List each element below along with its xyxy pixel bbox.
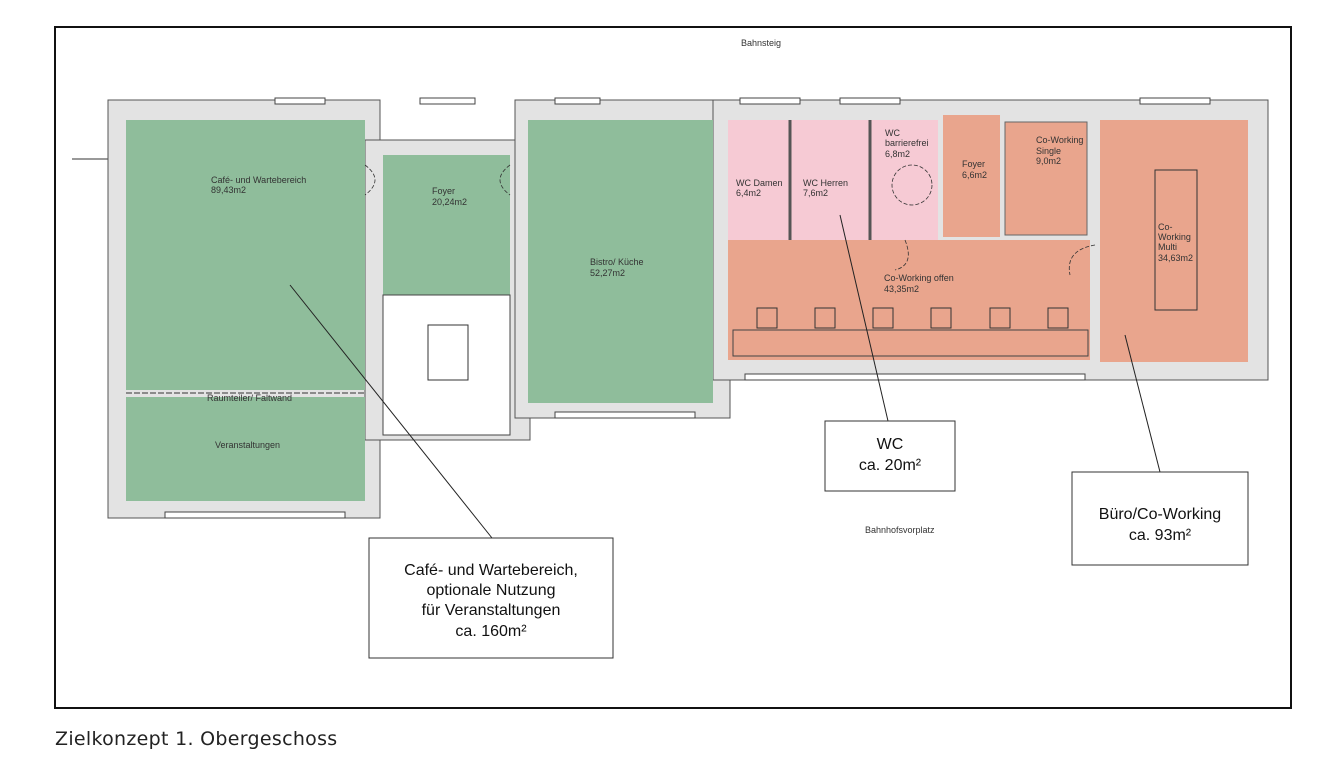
room-cafe — [126, 120, 365, 390]
svg-text:Café- und Wartebereich,: Café- und Wartebereich, — [404, 562, 578, 579]
callout-buero: Büro/Co-Working ca. 93m² — [1071, 471, 1249, 566]
room-area: 7,6m2 — [803, 188, 828, 198]
svg-text:ca. 20m²: ca. 20m² — [859, 457, 922, 474]
room-area: 6,8m2 — [885, 149, 910, 159]
callout-cafe: Café- und Wartebereich, optionale Nutzun… — [368, 537, 614, 659]
room-area: 9,0m2 — [1036, 156, 1061, 166]
leader-lines — [289, 214, 1161, 539]
room-cw-single — [1004, 121, 1088, 236]
wheelchair-turning-circle — [891, 164, 933, 206]
room-label: WC Damen — [736, 178, 783, 188]
svg-text:WC: WC — [877, 436, 904, 453]
room-cw-offen — [728, 240, 1090, 360]
door-swings — [364, 164, 1096, 276]
room-label: Bistro/ Küche — [590, 257, 644, 267]
room-label: barrierefrei — [885, 138, 929, 148]
room-cw-multi — [1100, 120, 1248, 362]
room-area: 52,27m2 — [590, 268, 625, 278]
room-foyer-right — [943, 115, 1000, 237]
room-foyer-left — [383, 155, 510, 295]
room-wc — [728, 120, 938, 240]
room-area: 34,63m2 — [1158, 253, 1193, 263]
svg-text:Büro/Co-Working: Büro/Co-Working — [1099, 506, 1221, 523]
room-label: Veranstaltungen — [215, 440, 280, 450]
room-area: 6,6m2 — [962, 170, 987, 180]
windows — [164, 97, 1211, 519]
svg-text:optionale Nutzung: optionale Nutzung — [427, 582, 556, 599]
room-area: 43,35m2 — [884, 284, 919, 294]
room-area: 20,24m2 — [432, 197, 467, 207]
room-label: Co-Working offen — [884, 273, 954, 283]
room-area: 89,43m2 — [211, 185, 246, 195]
room-label: Co-Working — [1036, 135, 1083, 145]
svg-text:ca. 160m²: ca. 160m² — [455, 623, 527, 640]
svg-text:für Veranstaltungen: für Veranstaltungen — [422, 602, 561, 619]
room-label: Foyer — [432, 186, 455, 196]
room-label: Café- und Wartebereich — [211, 175, 306, 185]
callout-wc: WC ca. 20m² — [824, 420, 956, 492]
room-area: 6,4m2 — [736, 188, 761, 198]
room-label: Foyer — [962, 159, 985, 169]
room-bistro — [528, 120, 713, 403]
counter — [732, 329, 1089, 357]
stair-well — [427, 324, 469, 381]
room-label: Working — [1158, 232, 1191, 242]
label-bahnsteig: Bahnsteig — [741, 38, 781, 48]
room-events — [126, 397, 365, 501]
desks — [756, 307, 1069, 329]
conference-table — [1154, 169, 1198, 311]
room-label: WC Herren — [803, 178, 848, 188]
room-label: Single — [1036, 146, 1061, 156]
room-label: Multi — [1158, 242, 1177, 252]
room-label: WC — [885, 128, 900, 138]
svg-text:ca. 93m²: ca. 93m² — [1129, 527, 1192, 544]
figure-caption: Zielkonzept 1. Obergeschoss — [55, 728, 338, 750]
label-bahnhofsvorplatz: Bahnhofsvorplatz — [865, 525, 935, 535]
room-label: Co- — [1158, 222, 1173, 232]
room-label: Raumteiler/ Faltwand — [207, 393, 292, 403]
